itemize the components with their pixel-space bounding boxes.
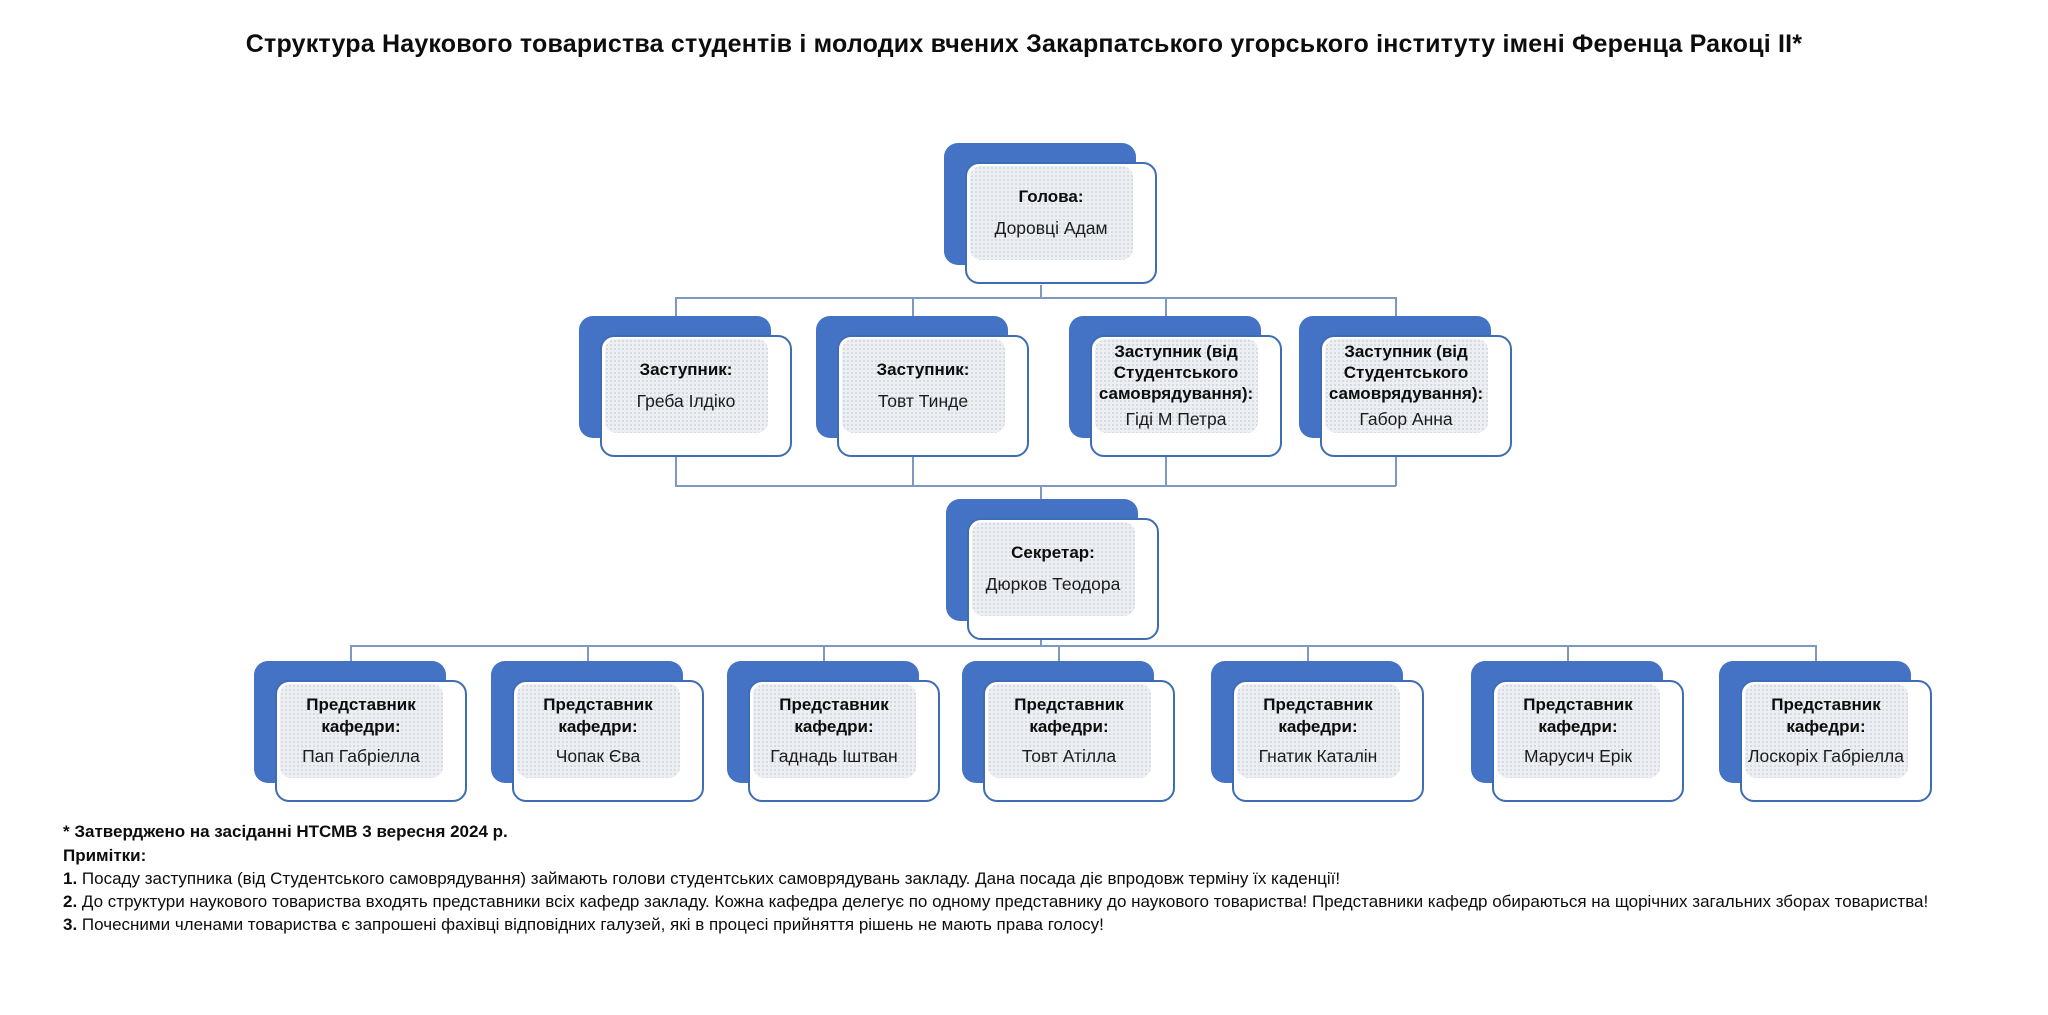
node-role: Заступник: xyxy=(639,359,733,379)
org-node-rep-6: Представник кафедри: Марусич Ерік xyxy=(1471,661,1684,802)
node-person: Товт Атілла xyxy=(1021,745,1117,766)
connector-drop-deputy-2 xyxy=(912,297,914,317)
note-2: 2. До структури наукового товариства вхо… xyxy=(63,892,1928,912)
org-node-head: Голова: Доровці Адам xyxy=(944,143,1157,284)
node-pattern xyxy=(753,684,916,778)
node-role: Голова: xyxy=(1018,186,1084,206)
node-role: Представник кафедри: xyxy=(779,694,889,736)
org-node-secretary: Секретар: Дюрков Теодора xyxy=(946,499,1159,640)
node-person: Пап Габріелла xyxy=(302,745,420,766)
node-pattern xyxy=(1745,684,1908,778)
connector-head-stub xyxy=(1040,285,1042,298)
node-card: Представник кафедри: Марусич Ерік xyxy=(1492,680,1684,802)
node-pattern xyxy=(605,339,768,433)
node-role: Представник кафедри: xyxy=(1771,694,1881,736)
node-role: Представник кафедри: xyxy=(1263,694,1373,736)
node-pattern xyxy=(972,522,1135,616)
node-person: Гіді М Петра xyxy=(1125,408,1227,429)
org-node-rep-7: Представник кафедри: Лоскоріх Габріелла xyxy=(1719,661,1932,802)
note-2-number: 2. xyxy=(63,892,78,911)
approval-note: * Затверджено на засіданні НТСМВ 3 верес… xyxy=(63,822,508,841)
connector-drop-rep-5 xyxy=(1307,645,1309,661)
connector-drop-rep-6 xyxy=(1567,645,1569,661)
note-2-text: До структури наукового товариства входят… xyxy=(81,892,1929,911)
org-node-deputy-1: Заступник: Греба Ілдіко xyxy=(579,316,792,457)
node-card: Секретар: Дюрков Теодора xyxy=(967,518,1159,640)
node-card: Представник кафедри: Гаднадь Іштван xyxy=(748,680,940,802)
note-1: 1. Посаду заступника (від Студентського … xyxy=(63,869,1340,889)
node-pattern xyxy=(1497,684,1660,778)
node-card: Представник кафедри: Товт Атілла xyxy=(983,680,1175,802)
node-role: Представник кафедри: xyxy=(306,694,416,736)
note-3: 3. Почесними членами товариства є запрош… xyxy=(63,915,1104,935)
connector-drop-secretary xyxy=(1040,485,1042,500)
node-card: Голова: Доровці Адам xyxy=(965,162,1157,284)
node-card: Представник кафедри: Гнатик Каталін xyxy=(1232,680,1424,802)
node-role: Представник кафедри: xyxy=(1523,694,1633,736)
node-role: Секретар: xyxy=(1011,542,1095,562)
node-pattern xyxy=(1325,339,1488,433)
node-pattern xyxy=(1237,684,1400,778)
connector-bus-top xyxy=(675,297,1396,299)
connector-secretary-stub xyxy=(1040,640,1042,646)
node-pattern xyxy=(517,684,680,778)
node-card: Заступник (від Студентського самоврядува… xyxy=(1320,335,1512,457)
node-person: Греба Ілдіко xyxy=(636,390,736,411)
note-1-text: Посаду заступника (від Студентського сам… xyxy=(81,869,1341,888)
connector-drop-deputy-4 xyxy=(1395,297,1397,317)
node-person: Лоскоріх Габріелла xyxy=(1748,745,1904,766)
node-card: Заступник (від Студентського самоврядува… xyxy=(1090,335,1282,457)
note-3-text: Почесними членами товариства є запрошені… xyxy=(81,915,1104,934)
connector-riser-deputy-1 xyxy=(675,457,677,486)
connector-bus-mid xyxy=(675,485,1396,487)
connector-riser-deputy-2 xyxy=(912,457,914,486)
connector-drop-rep-1 xyxy=(350,645,352,661)
node-person: Марусич Ерік xyxy=(1523,745,1633,766)
node-role: Представник кафедри: xyxy=(543,694,653,736)
node-person: Габор Анна xyxy=(1359,408,1453,429)
node-pattern xyxy=(842,339,1005,433)
connector-bus-bottom xyxy=(350,645,1816,647)
node-card: Представник кафедри: Лоскоріх Габріелла xyxy=(1740,680,1932,802)
node-person: Чопак Єва xyxy=(555,745,641,766)
node-role: Заступник (від Студентського самоврядува… xyxy=(1098,341,1254,403)
node-pattern xyxy=(970,166,1133,260)
connector-drop-deputy-1 xyxy=(675,297,677,317)
node-pattern xyxy=(988,684,1151,778)
connector-drop-rep-3 xyxy=(823,645,825,661)
node-pattern xyxy=(280,684,443,778)
org-node-deputy-4: Заступник (від Студентського самоврядува… xyxy=(1299,316,1512,457)
node-card: Представник кафедри: Чопак Єва xyxy=(512,680,704,802)
node-role: Заступник (від Студентського самоврядува… xyxy=(1328,341,1484,403)
org-node-rep-3: Представник кафедри: Гаднадь Іштван xyxy=(727,661,940,802)
node-role: Представник кафедри: xyxy=(1014,694,1124,736)
note-1-number: 1. xyxy=(63,869,78,888)
node-card: Заступник: Товт Тинде xyxy=(837,335,1029,457)
connector-drop-deputy-3 xyxy=(1165,297,1167,317)
node-pattern xyxy=(1095,339,1258,433)
node-person: Дюрков Теодора xyxy=(985,573,1121,594)
connector-drop-rep-2 xyxy=(587,645,589,661)
node-person: Товт Тинде xyxy=(877,390,969,411)
connector-drop-rep-7 xyxy=(1815,645,1817,661)
node-card: Заступник: Греба Ілдіко xyxy=(600,335,792,457)
node-person: Гаднадь Іштван xyxy=(770,745,898,766)
org-node-deputy-3: Заступник (від Студентського самоврядува… xyxy=(1069,316,1282,457)
org-node-rep-2: Представник кафедри: Чопак Єва xyxy=(491,661,704,802)
connector-riser-deputy-4 xyxy=(1395,457,1397,486)
connector-drop-rep-4 xyxy=(1058,645,1060,661)
notes-title: Примітки: xyxy=(63,846,147,865)
node-person: Гнатик Каталін xyxy=(1258,745,1378,766)
node-card: Представник кафедри: Пап Габріелла xyxy=(275,680,467,802)
note-3-number: 3. xyxy=(63,915,78,934)
org-node-rep-1: Представник кафедри: Пап Габріелла xyxy=(254,661,467,802)
org-node-deputy-2: Заступник: Товт Тинде xyxy=(816,316,1029,457)
node-person: Доровці Адам xyxy=(994,217,1108,238)
node-role: Заступник: xyxy=(876,359,970,379)
connector-riser-deputy-3 xyxy=(1165,457,1167,486)
page-title: Структура Наукового товариства студентів… xyxy=(245,30,1803,58)
org-node-rep-5: Представник кафедри: Гнатик Каталін xyxy=(1211,661,1424,802)
org-node-rep-4: Представник кафедри: Товт Атілла xyxy=(962,661,1175,802)
